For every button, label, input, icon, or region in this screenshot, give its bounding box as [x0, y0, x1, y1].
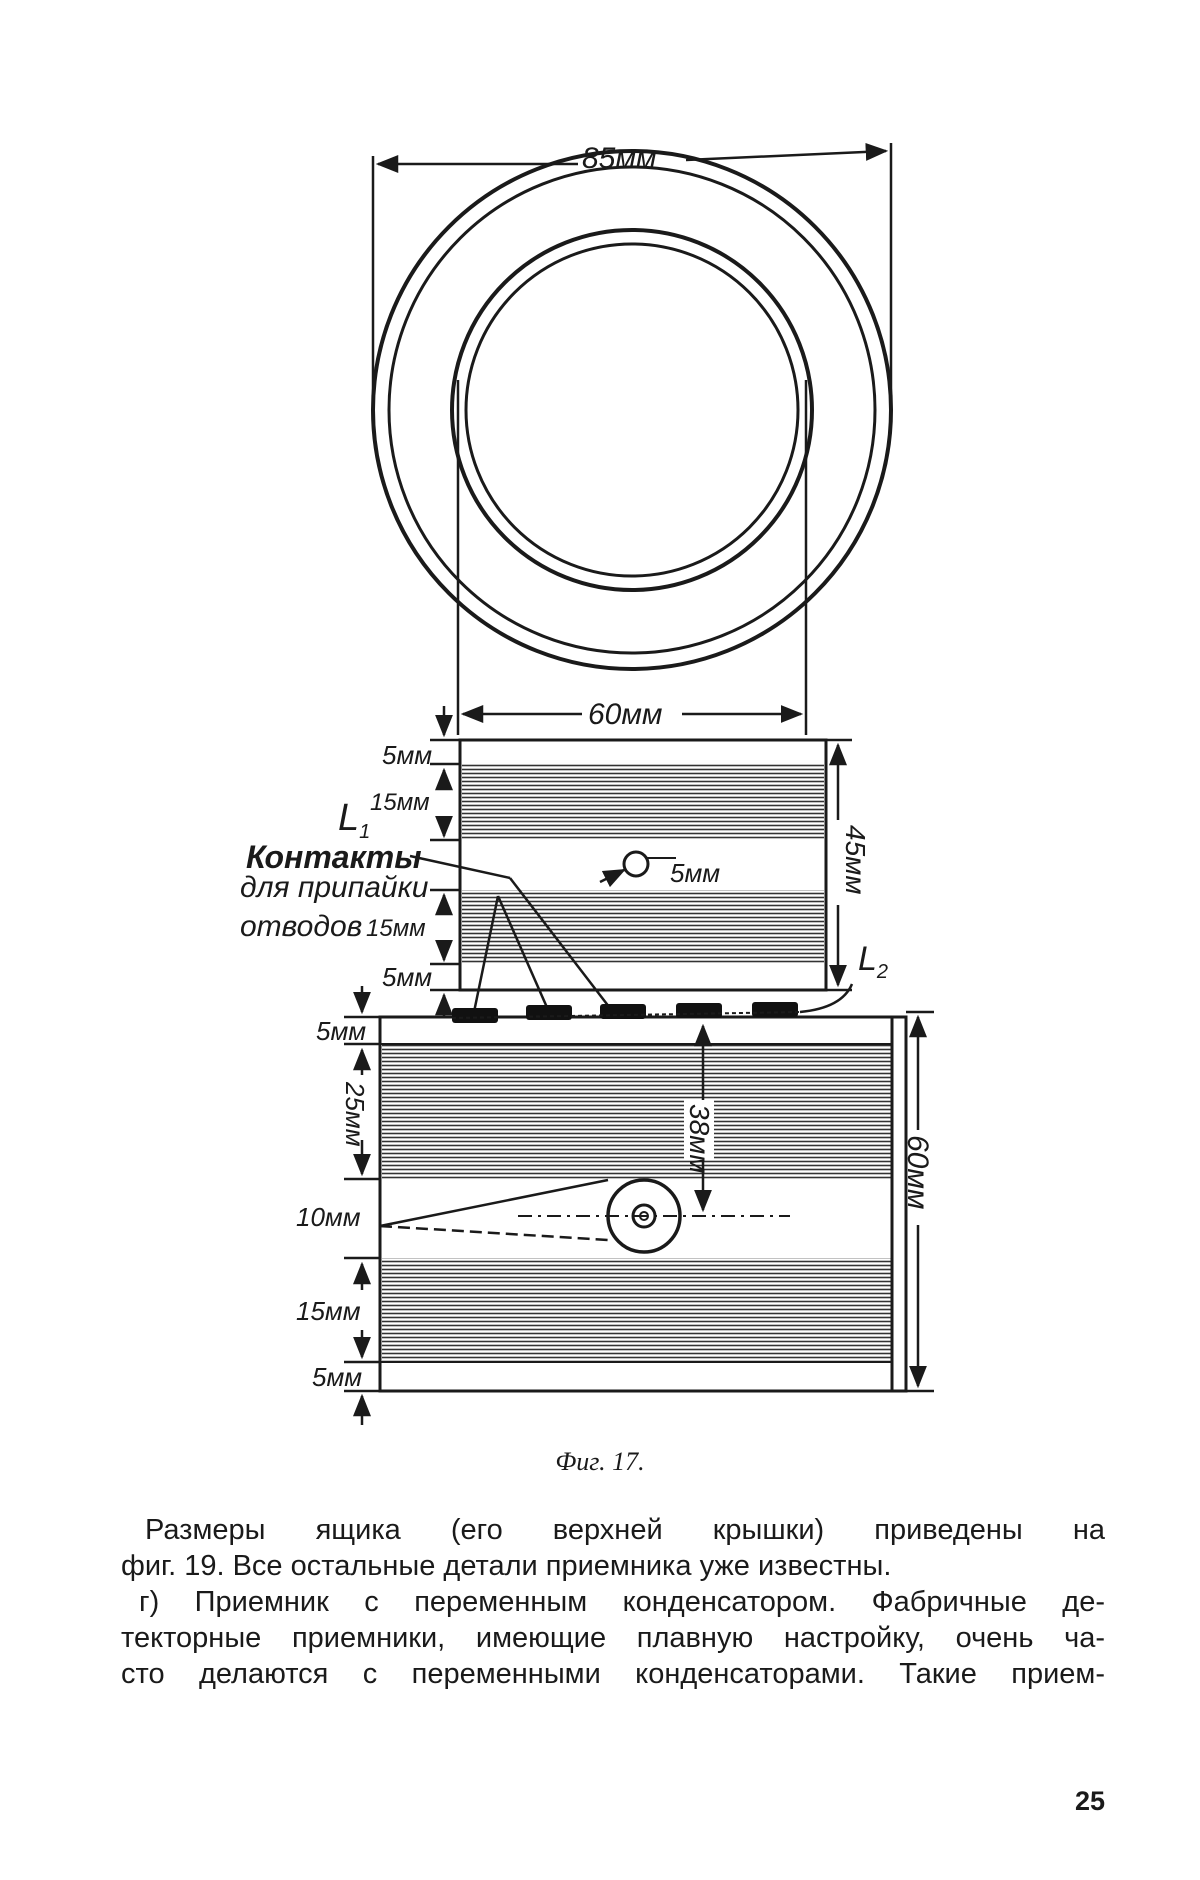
lower-coil-l2: [378, 1015, 908, 1393]
dim-axle-offset: 38мм: [684, 1104, 715, 1174]
contact-pads: [452, 1002, 798, 1023]
upper-margin-top-label: 5мм: [382, 740, 432, 770]
contacts-label-line3: отводов: [240, 910, 362, 943]
upper-margin-bottom-label: 5мм: [382, 962, 432, 992]
coil-drawing: 85мм 60мм 5мм 45мм: [240, 142, 934, 1425]
paragraph-2-line-1: г) Приемник с переменным конденсатором. …: [139, 1586, 1105, 1618]
slider-wedge: [379, 1178, 609, 1242]
dimension-85mm: [371, 142, 893, 410]
figure-caption: Фиг. 17.: [555, 1447, 645, 1476]
l2-leader: [799, 983, 854, 1014]
projection-lines: [456, 380, 808, 735]
lower-margin-bottom-label: 5мм: [312, 1362, 362, 1392]
paragraph-1-line-2: фиг. 19. Все остальные детали приемника …: [121, 1550, 892, 1582]
upper-band-top-label: 15мм: [370, 789, 430, 816]
lower-margin-top-label: 5мм: [316, 1016, 366, 1046]
paragraph-2-line-2: текторные приемники, имеющие плавную нас…: [121, 1622, 1105, 1654]
lower-left-dims: [344, 986, 380, 1425]
lower-gap-label: 10мм: [296, 1202, 361, 1232]
dim-bottom-width-label: 60мм: [588, 698, 663, 731]
contacts-leader-lines: [409, 854, 614, 1013]
coil-l2-label: L2: [858, 940, 888, 983]
dimension-lower-60mm: [906, 1010, 934, 1393]
upper-band-bottom-label: 15мм: [366, 915, 426, 942]
coil-l1-label: L1: [338, 797, 370, 843]
contacts-label-line1: Контакты: [246, 839, 422, 875]
dim-upper-height: 45мм: [840, 825, 871, 895]
paragraph-2-line-3: сто делаются с переменными конденсаторам…: [121, 1658, 1105, 1690]
top-view-rings: [371, 149, 893, 671]
paragraph-1-line-1: Размеры ящика (его верхней крышки) приве…: [145, 1514, 1105, 1546]
axle-knob: [518, 1178, 790, 1254]
dim-lower-height: 60мм: [901, 1135, 934, 1210]
upper-coil-l1: [458, 738, 828, 992]
body-text: Размеры ящика (его верхней крышки) приве…: [121, 1512, 1105, 1692]
hole-dim-label: 5мм: [670, 858, 720, 888]
lower-band-bottom-label: 15мм: [296, 1296, 361, 1326]
contacts-label-line2: для припайки: [240, 871, 429, 904]
upper-left-dims: [430, 706, 460, 1018]
page-number: 25: [1074, 1786, 1105, 1816]
pad-rail: [451, 1011, 801, 1019]
lower-band-top-label: 25мм: [340, 1081, 370, 1147]
dim-top-width-label: 85мм: [582, 142, 657, 175]
